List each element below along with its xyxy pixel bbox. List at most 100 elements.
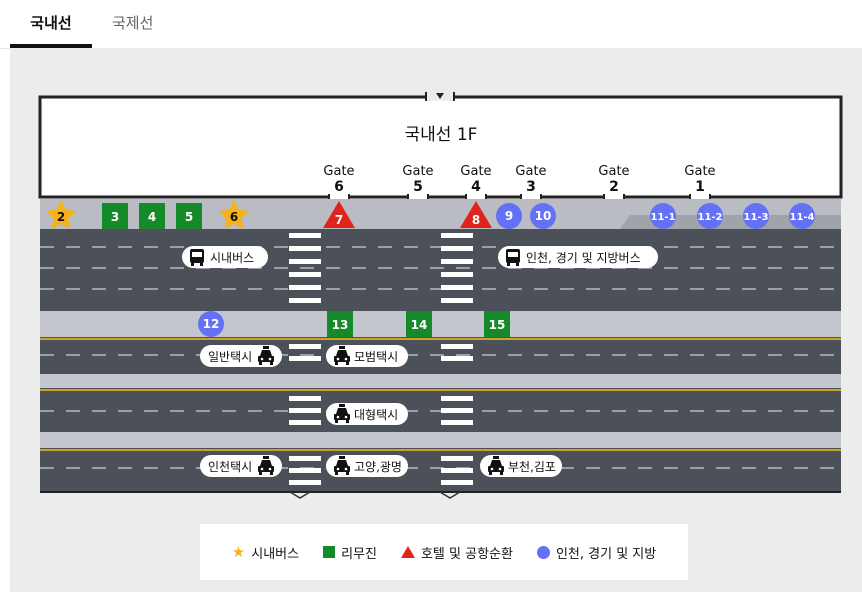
crosswalk-stripe [289, 408, 321, 413]
crosswalk-stripe [441, 356, 473, 361]
lane-label-large-taxi: 대형택시 [326, 403, 408, 425]
legend: ★시내버스 리무진 호텔 및 공항순환 인천, 경기 및 지방 [200, 524, 688, 580]
limousine-stop-4[interactable]: 4 [139, 203, 165, 229]
limousine-stop-13[interactable]: 13 [327, 311, 353, 337]
stop-number: 14 [411, 318, 428, 332]
stop-number: 3 [111, 210, 119, 224]
stop-number: 11-2 [697, 212, 722, 223]
crosswalk-stripe [289, 233, 321, 238]
lane-label-general-taxi: 일반택시 [200, 345, 282, 367]
crosswalk-stripe [289, 396, 321, 401]
crosswalk-stripe [289, 344, 321, 349]
lane-label-city-bus-text: 시내버스 [210, 251, 254, 265]
lane-label-goyang-taxi: 고양,광명 [326, 455, 408, 477]
stop-number: 5 [185, 210, 193, 224]
lane-label-model-taxi-text: 모범택시 [354, 350, 398, 364]
crosswalk-stripe [441, 468, 473, 473]
hotel-shuttle-stop-7[interactable]: 7 [323, 201, 355, 228]
city-bus-stop-6[interactable]: 6 [218, 200, 250, 229]
square-icon [176, 203, 202, 229]
crosswalk-stripe [289, 246, 321, 251]
square-icon [327, 311, 353, 337]
bus-icon [506, 249, 520, 266]
median-1 [40, 311, 841, 337]
crosswalks [289, 233, 473, 485]
stop-number: 13 [332, 318, 349, 332]
regional-stop-9[interactable]: 9 [496, 203, 522, 229]
crosswalk-stripe [441, 480, 473, 485]
star-icon [218, 200, 250, 229]
regional-stop-11-1[interactable]: 11-1 [650, 203, 676, 229]
gate-label: Gate [402, 164, 433, 179]
square-icon [323, 546, 336, 558]
crosswalk-stripe [289, 468, 321, 473]
stop-number: 2 [57, 210, 65, 224]
median-2 [40, 374, 841, 388]
triangle-icon [323, 201, 355, 228]
crosswalk-stripe [289, 456, 321, 461]
taxi-icon [334, 456, 350, 475]
stop-number: 7 [335, 213, 343, 227]
limousine-stop-3[interactable]: 3 [102, 203, 128, 229]
legend-city-bus-label: 시내버스 [251, 546, 300, 562]
hotel-shuttle-stop-8[interactable]: 8 [460, 201, 492, 228]
lane-label-bucheon-taxi-text: 부천,김포 [508, 459, 556, 474]
lane-label-bucheon-taxi: 부천,김포 [480, 455, 562, 477]
square-icon [102, 203, 128, 229]
crosswalk-stripe [441, 298, 473, 303]
star-icon: ★ [231, 543, 246, 561]
circle-icon [198, 311, 224, 337]
stop-number: 11-4 [789, 212, 814, 223]
gate-label: Gate [460, 164, 491, 179]
stop-number: 12 [203, 317, 220, 331]
regional-stop-11-4[interactable]: 11-4 [789, 203, 815, 229]
square-icon [139, 203, 165, 229]
gate-door [521, 194, 541, 199]
limousine-stop-5[interactable]: 5 [176, 203, 202, 229]
tab-domestic[interactable]: 국내선 [30, 14, 72, 32]
crosswalk-stripe [289, 356, 321, 361]
gate-number: 1 [695, 179, 705, 195]
square-icon [484, 311, 510, 337]
tab-active-indicator [10, 44, 92, 48]
gate-door [408, 194, 428, 199]
lane-label-regional-bus: 인천, 경기 및 지방버스 [498, 246, 658, 268]
gate-number: 5 [413, 179, 423, 195]
regional-stop-11-2[interactable]: 11-2 [697, 203, 723, 229]
legend-hotel-label: 호텔 및 공항순환 [420, 546, 513, 562]
crosswalk-stripe [441, 408, 473, 413]
road-bus-lanes [40, 229, 841, 311]
median-3 [40, 432, 841, 448]
crosswalk-stripe [441, 420, 473, 425]
crosswalk-stripe [289, 420, 321, 425]
limousine-stop-14[interactable]: 14 [406, 311, 432, 337]
square-icon [406, 311, 432, 337]
bus-icon [190, 249, 204, 266]
stop-number: 11-3 [743, 212, 768, 223]
crosswalk-stripe [289, 285, 321, 290]
regional-stop-10[interactable]: 10 [530, 203, 556, 229]
lane-label-general-taxi-text: 일반택시 [208, 350, 252, 364]
regional-stop-11-3[interactable]: 11-3 [743, 203, 769, 229]
limousine-stop-15[interactable]: 15 [484, 311, 510, 337]
gate-label: Gate [323, 164, 354, 179]
gate-number: 6 [334, 179, 344, 195]
tab-international[interactable]: 국제선 [112, 14, 154, 32]
gate-door [690, 194, 710, 199]
terminal-building [38, 95, 843, 199]
triangle-icon [400, 546, 415, 558]
lane-label-incheon-taxi-text: 인천택시 [208, 459, 252, 474]
regional-stop-12[interactable]: 12 [198, 311, 224, 337]
city-bus-stop-2[interactable]: 2 [45, 200, 77, 229]
taxi-icon [488, 456, 504, 475]
circle-icon [530, 203, 556, 229]
lane-label-incheon-taxi: 인천택시 [200, 455, 282, 477]
lane-label-regional-bus-text: 인천, 경기 및 지방버스 [526, 250, 641, 265]
crosswalk-stripe [289, 298, 321, 303]
